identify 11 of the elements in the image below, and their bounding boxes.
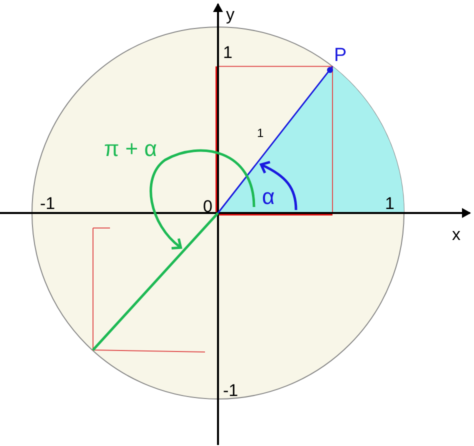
angle-label: π + α xyxy=(104,138,157,160)
tick-label: -1 xyxy=(223,382,238,399)
tick-label: 1 xyxy=(385,195,394,212)
axis-label: x xyxy=(452,226,460,243)
tick-label: 1 xyxy=(223,44,232,61)
axis-label: y xyxy=(226,6,234,23)
tick-label: -1 xyxy=(40,195,56,212)
origin-label: 0 xyxy=(203,198,212,215)
length-label: 1 xyxy=(257,127,264,139)
point-label: P xyxy=(334,46,347,65)
angle-label: α xyxy=(262,186,275,208)
